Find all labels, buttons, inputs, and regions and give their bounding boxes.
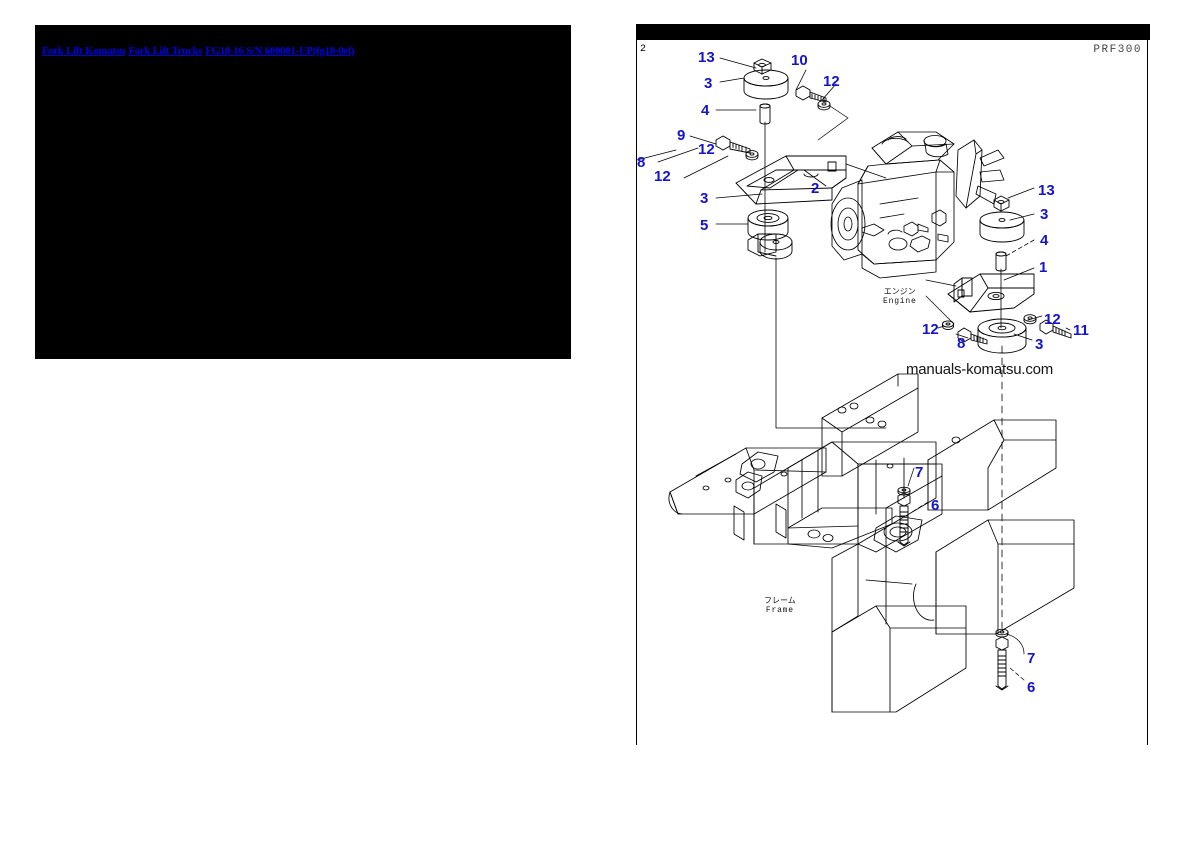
breadcrumb-link-fork-lift-trucks[interactable]: Fork Lift Trucks xyxy=(128,46,203,57)
callout-7: 7 xyxy=(915,464,924,481)
page-number: 2 xyxy=(640,44,647,55)
diagram-frame-border xyxy=(636,40,1148,745)
parts-diagram-panel: 2 PRF300 xyxy=(636,24,1150,746)
callout-8: 8 xyxy=(957,335,966,352)
exploded-parts-illustration xyxy=(636,57,1075,713)
callout-13: 13 xyxy=(698,49,715,66)
callout-2: 2 xyxy=(811,180,820,197)
diagram-label-engine-en: Engine xyxy=(883,297,917,306)
callout-10: 10 xyxy=(791,52,808,69)
callout-6: 6 xyxy=(1027,679,1036,696)
callout-1: 1 xyxy=(1039,259,1048,276)
callout-4: 4 xyxy=(701,102,710,119)
diagram-label-engine-jp: エンジン xyxy=(883,287,916,296)
callout-12: 12 xyxy=(922,321,939,338)
callout-9: 9 xyxy=(677,127,686,144)
callout-12: 12 xyxy=(823,73,840,90)
callout-8: 8 xyxy=(637,154,646,171)
callout-5: 5 xyxy=(700,217,709,234)
callout-12: 12 xyxy=(698,141,715,158)
callout-13: 13 xyxy=(1038,182,1055,199)
callout-3: 3 xyxy=(700,190,709,207)
callout-3: 3 xyxy=(704,75,713,92)
diagram-top-black-bar xyxy=(636,24,1150,40)
breadcrumb-link-fork-lift-komatsu[interactable]: Fork Lift Komatsu xyxy=(42,46,126,57)
callout-11: 11 xyxy=(1073,322,1089,339)
callout-12: 12 xyxy=(654,168,671,185)
callout-6: 6 xyxy=(931,497,940,514)
callout-12: 12 xyxy=(1044,311,1061,328)
callout-7: 7 xyxy=(1027,650,1036,667)
breadcrumb-link-model-serial[interactable]: FG18-16 S/N 600001-UP(fg18-0el) xyxy=(205,46,355,57)
callout-3: 3 xyxy=(1035,336,1044,353)
watermark-text: manuals-komatsu.com xyxy=(906,361,1054,378)
callout-3: 3 xyxy=(1040,206,1049,223)
diagram-label-frame-en: Frame xyxy=(765,606,794,615)
callout-4: 4 xyxy=(1040,232,1049,249)
sheet-code: PRF300 xyxy=(1093,44,1142,56)
diagram-label-frame-jp: フレーム xyxy=(764,596,796,605)
